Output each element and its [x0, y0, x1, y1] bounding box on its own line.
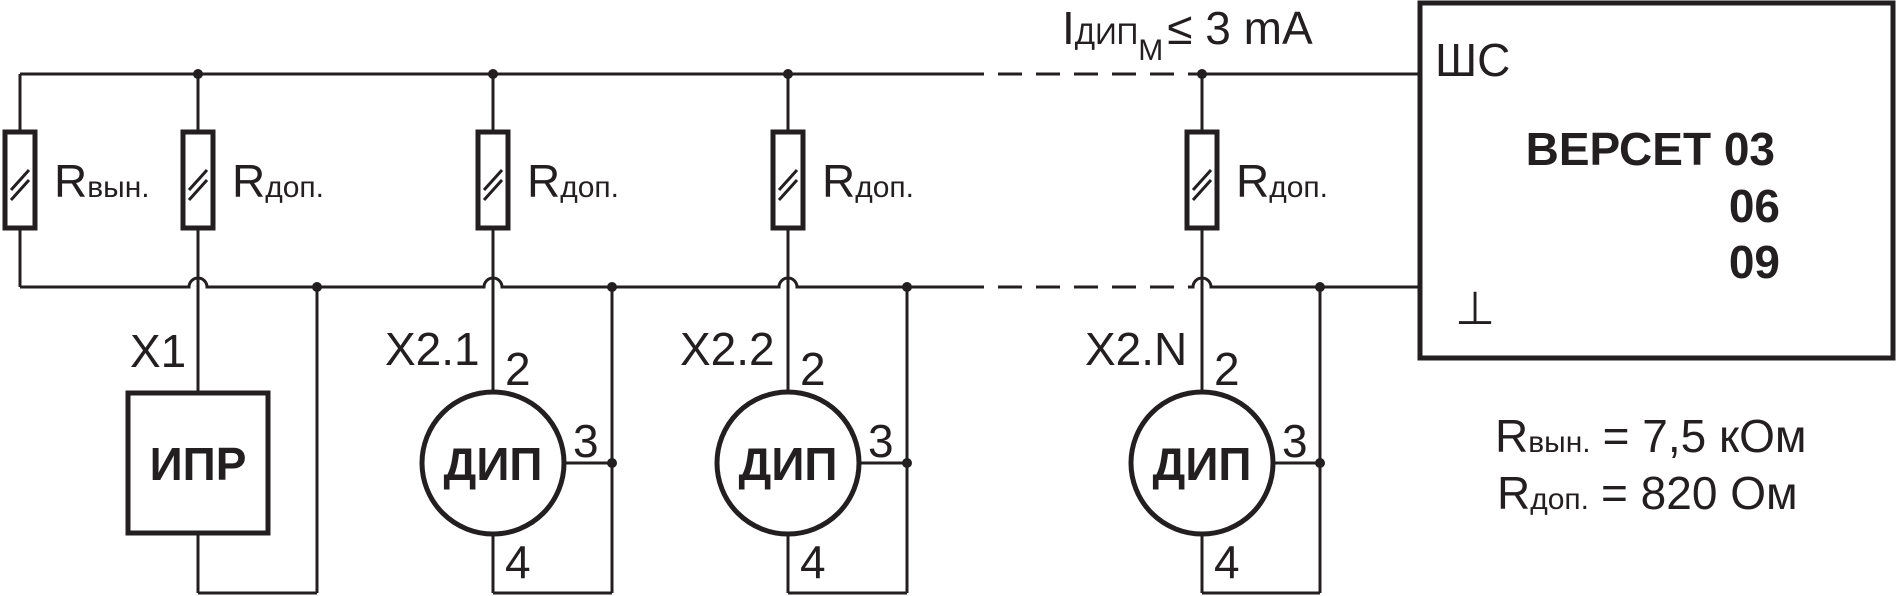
dip-1-pin-3: 3	[573, 415, 599, 467]
resistor-r-add-3	[770, 74, 806, 287]
dip-2-pin-2: 2	[800, 343, 826, 395]
resistor-r-add-n	[1184, 74, 1220, 287]
control-panel-box	[1417, 0, 1896, 361]
bottom-bus	[20, 276, 1420, 289]
r-add-label-n: Rдоп.	[1236, 155, 1328, 207]
r-add-label-1: Rдоп.	[232, 155, 324, 207]
dip-branch-n	[1128, 287, 1322, 595]
resistor-r-end	[2, 74, 38, 287]
connector-x2-1-label: X2.1	[385, 323, 480, 375]
r-add-label-3: Rдоп.	[822, 155, 914, 207]
dip-1-pin-2: 2	[505, 343, 531, 395]
connector-x2-n-label: X2.N	[1085, 323, 1187, 375]
dip-n-pin-4: 4	[1214, 536, 1240, 588]
panel-model: ВЕРСЕТ 03	[1526, 123, 1775, 175]
control-panel	[1417, 0, 1896, 361]
r-add-label-2: Rдоп.	[527, 155, 619, 207]
ipr-label: ИПР	[150, 438, 247, 490]
current-limit-label: IДИПМ≤ 3 mA	[1062, 2, 1313, 67]
dip-branch-1	[419, 287, 614, 595]
dip-2-pin-4: 4	[800, 536, 826, 588]
ipr-branch	[125, 287, 319, 595]
panel-input-label: ШС	[1435, 34, 1510, 86]
dip-branch-2	[714, 287, 909, 595]
ipr-box	[125, 390, 271, 536]
note-r-add-value: Rдоп.= 820 Ом	[1497, 467, 1798, 519]
panel-variant-09: 09	[1729, 236, 1780, 288]
dip-label-2: ДИП	[739, 438, 838, 490]
resistor-r-add-1	[180, 74, 216, 287]
panel-variant-06: 06	[1729, 180, 1780, 232]
dip-n-pin-3: 3	[1282, 415, 1308, 467]
dip-2-pin-3: 3	[868, 415, 894, 467]
dip-label-1: ДИП	[444, 438, 543, 490]
dip-label-n: ДИП	[1153, 438, 1252, 490]
dip-1-pin-4: 4	[505, 536, 531, 588]
connector-x2-2-label: X2.2	[680, 323, 775, 375]
note-r-end-value: Rвын.= 7,5 кОм	[1495, 410, 1807, 462]
resistor-r-add-2	[475, 74, 511, 287]
panel-ground-symbol: ⊥	[1455, 282, 1495, 334]
connector-x1-label: X1	[130, 325, 186, 377]
r-end-label: Rвын.	[54, 155, 150, 207]
dip-n-pin-2: 2	[1214, 343, 1240, 395]
